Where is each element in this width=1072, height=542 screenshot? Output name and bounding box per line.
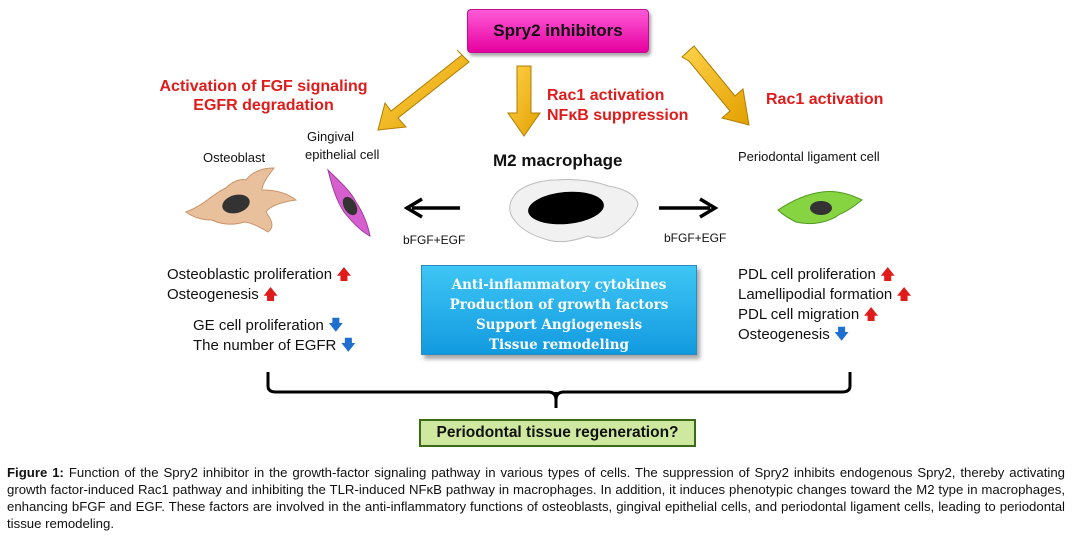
caption-label: Figure 1:: [7, 465, 64, 480]
effect-item: PDL cell migration 🡅: [738, 306, 879, 323]
center-arrow-label: Rac1 activation NFκB suppression: [547, 87, 689, 124]
gold-arrow-right: [681, 45, 750, 126]
pdl-cell: [777, 191, 863, 225]
bracket: [266, 372, 852, 408]
right-arrow-label: Rac1 activation: [766, 91, 884, 108]
black-arrow-right: [659, 197, 719, 219]
up-arrow-icon: 🡅: [896, 286, 912, 303]
gingival-epithelial-cell: [327, 168, 371, 237]
gold-arrow-center: [507, 65, 541, 137]
osteoblast-cell: [184, 167, 298, 233]
effect-item: Osteogenesis 🡇: [738, 326, 850, 343]
macrophage-cell: [509, 179, 639, 243]
effect-item: PDL cell proliferation 🡅: [738, 266, 896, 283]
osteoblast-label: Osteoblast: [203, 150, 266, 165]
down-arrow-icon: 🡇: [328, 317, 344, 334]
factor-right-label: bFGF+EGF: [664, 231, 727, 245]
effect-item: Lamellipodial formation 🡅: [738, 286, 912, 303]
up-arrow-icon: 🡅: [336, 266, 352, 283]
pdl-effects: PDL cell proliferation 🡅 Lamellipodial f…: [738, 265, 912, 345]
up-arrow-icon: 🡅: [880, 266, 896, 283]
down-arrow-icon: 🡇: [340, 337, 356, 354]
effect-item: Osteogenesis 🡅: [167, 286, 279, 303]
pdl-label: Periodontal ligament cell: [738, 149, 880, 164]
down-arrow-icon: 🡇: [833, 326, 850, 343]
gold-arrow-left: [377, 49, 470, 131]
result-box: Periodontal tissue regeneration?: [419, 419, 696, 447]
effect-item: The number of EGFR 🡇: [193, 337, 356, 354]
effect-item: Osteoblastic proliferation 🡅: [167, 266, 352, 283]
up-arrow-icon: 🡅: [262, 286, 279, 303]
effect-item: GE cell proliferation 🡇: [193, 317, 344, 334]
figure-caption: Figure 1: Function of the Spry2 inhibito…: [7, 464, 1065, 532]
factor-left-label: bFGF+EGF: [403, 233, 466, 247]
gingival-label: Gingival epithelial cell: [305, 129, 380, 162]
up-arrow-icon: 🡅: [863, 306, 879, 323]
caption-text: Function of the Spry2 inhibitor in the g…: [7, 465, 1065, 531]
macrophage-effects-box: Anti-inflammatory cytokines Production o…: [421, 265, 697, 355]
arrows-layer: [184, 45, 863, 408]
spry2-inhibitors-box: Spry2 inhibitors: [467, 9, 649, 53]
gingival-effects: GE cell proliferation 🡇 The number of EG…: [193, 316, 356, 356]
left-arrow-label: Activation of FGF signaling EGFR degrada…: [159, 78, 368, 114]
osteoblast-effects: Osteoblastic proliferation 🡅 Osteogenesi…: [167, 265, 352, 305]
macrophage-label: M2 macrophage: [493, 151, 623, 170]
black-arrow-left: [403, 197, 460, 219]
